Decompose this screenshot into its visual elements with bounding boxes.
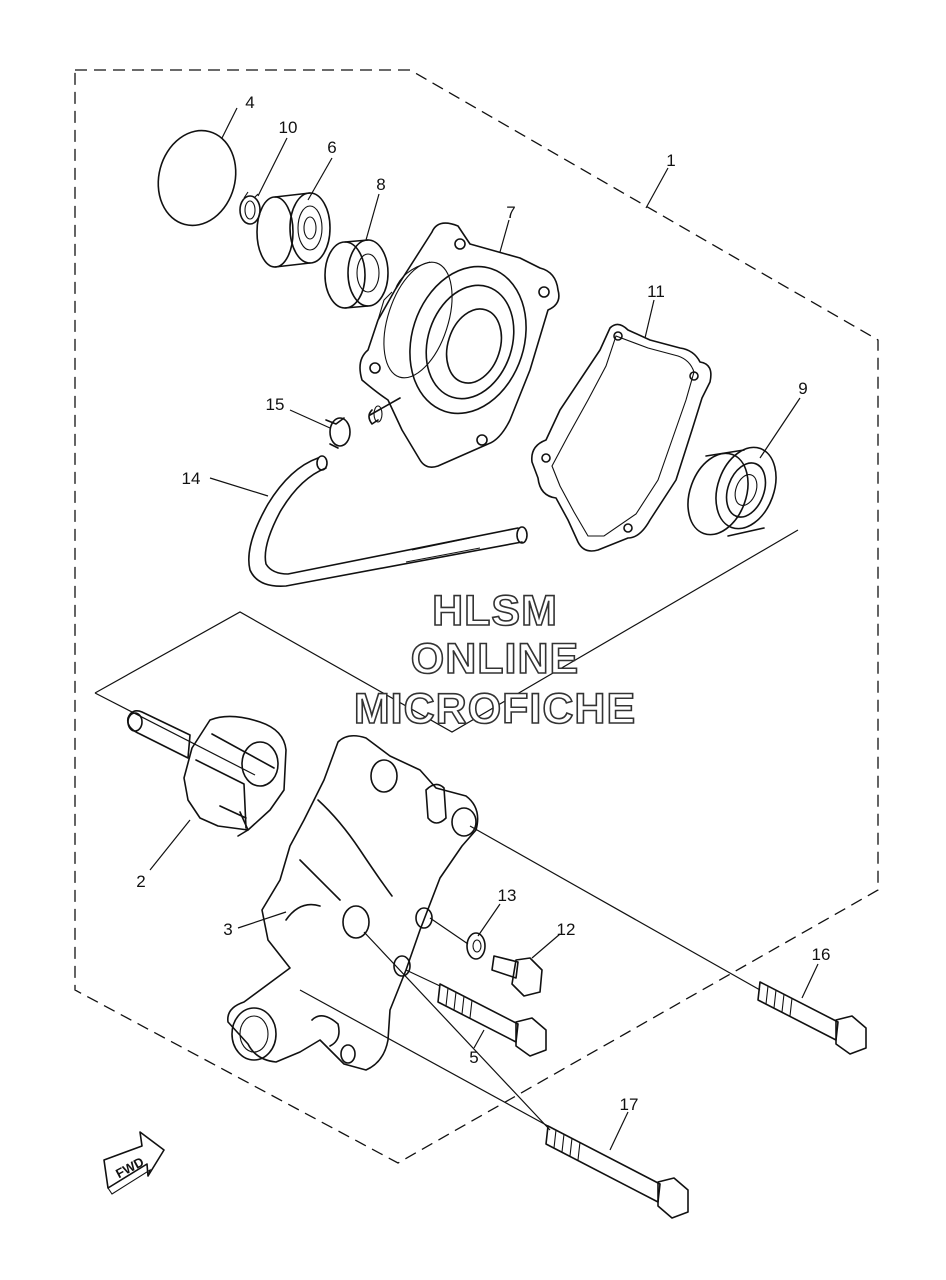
callout-2: 2 [136, 872, 145, 891]
callout-3: 3 [223, 920, 232, 939]
callout-4: 4 [245, 93, 254, 112]
callout-17: 17 [620, 1095, 639, 1114]
watermark-line-2: ONLINE [410, 635, 580, 683]
leader-lines [149, 107, 819, 1151]
part-8-oil-seal[interactable] [324, 239, 389, 309]
part-13-washer[interactable] [466, 932, 486, 960]
part-7-bearing-housing[interactable] [359, 222, 560, 468]
callout-1: 1 [666, 151, 675, 170]
fwd-arrow-icon: FWD [103, 1131, 165, 1195]
part-5-bolt[interactable] [437, 983, 547, 1057]
part-14-hose[interactable] [248, 455, 528, 587]
sub-assembly-outline [94, 529, 799, 776]
part-4-o-ring[interactable] [148, 122, 246, 234]
part-17-bolt[interactable] [545, 1125, 689, 1219]
part-15-hose-clamp[interactable] [325, 417, 351, 449]
callout-labels: 1 2 3 4 5 6 7 8 9 10 11 12 13 14 15 16 1… [136, 93, 830, 1114]
callout-16: 16 [812, 945, 831, 964]
callout-9: 9 [798, 379, 807, 398]
part-12-bolt[interactable] [491, 955, 543, 997]
callout-10: 10 [279, 118, 298, 137]
callout-6: 6 [327, 138, 336, 157]
part-10-circlip[interactable] [239, 191, 261, 225]
callout-7: 7 [506, 203, 515, 222]
callout-15: 15 [266, 395, 285, 414]
callout-13: 13 [498, 886, 517, 905]
callout-14: 14 [182, 469, 201, 488]
watermark-line-3: MICROFICHE [353, 685, 637, 733]
callout-12: 12 [557, 920, 576, 939]
callout-8: 8 [376, 175, 385, 194]
part-11-gasket[interactable] [530, 323, 712, 552]
fwd-label: FWD [113, 1154, 146, 1181]
part-2-impeller-shaft[interactable] [126, 710, 287, 837]
part-9-mechanical-seal[interactable] [677, 439, 786, 543]
part-16-bolt[interactable] [757, 981, 867, 1055]
callout-11: 11 [647, 282, 665, 301]
part-6-bearing[interactable] [256, 192, 331, 268]
part-3-pump-housing[interactable] [227, 734, 479, 1071]
assembly-1-boundary [74, 69, 879, 1164]
watermark-line-1: HLSM [431, 587, 558, 635]
callout-5: 5 [469, 1048, 478, 1067]
